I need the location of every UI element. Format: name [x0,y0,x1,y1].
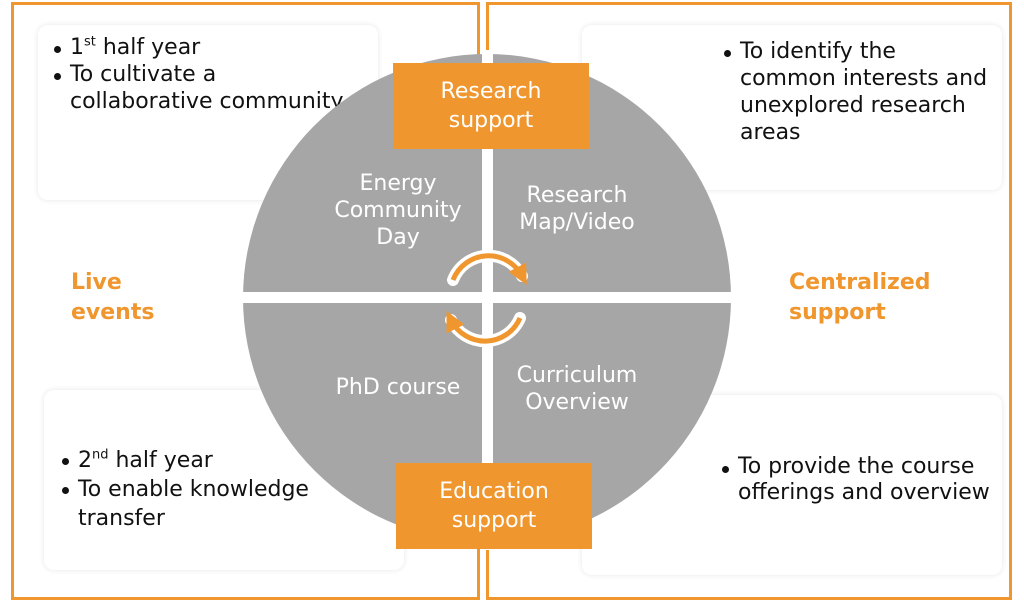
quadrant-phd-course: PhD course [335,375,461,400]
list-item: To enable knowledge transfer [60,475,390,533]
list-item: To provide the course offerings and over… [720,454,1000,506]
list-item: To identify the common interests and une… [722,38,992,146]
vertical-divider [482,50,493,550]
quadrant-curriculum-overview: Curriculum Overview [516,363,638,415]
centralized-support-top-list: To identify the common interests and une… [722,38,992,146]
live-events-top-list: 1st half year To cultivate a collaborati… [52,34,352,115]
list-item: 2nd half year [60,446,390,475]
live-events-label: Live events [71,270,155,325]
research-support-box: Research support [393,63,589,149]
list-item: 1st half year [52,34,352,61]
centralized-support-bottom-list: To provide the course offerings and over… [720,454,1000,506]
education-support-box: Education support [396,463,592,549]
cycle-arrows-icon [445,249,528,348]
list-item: To cultivate a collaborative community [52,61,352,115]
quadrant-energy-community-day: Energy Community Day [334,171,462,250]
centralized-support-label: Centralized support [789,270,931,325]
live-events-bottom-list: 2nd half year To enable knowledge transf… [60,446,390,533]
quadrant-research-map-video: Research Map/Video [519,183,635,235]
